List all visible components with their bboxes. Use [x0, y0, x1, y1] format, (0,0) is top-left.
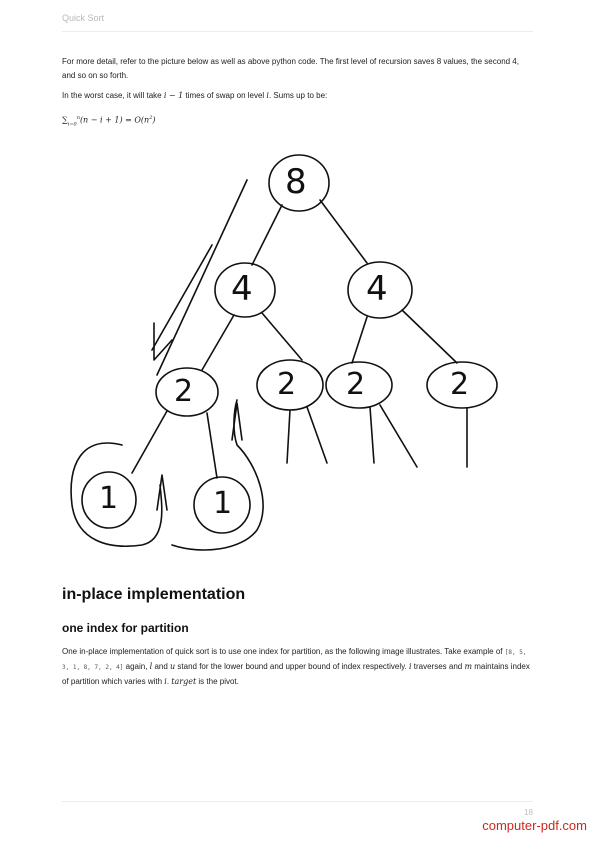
tree-node-1-left: 1	[99, 481, 119, 516]
tree-edge	[261, 312, 303, 361]
tree-node-8: 8	[285, 162, 307, 202]
math-i-traverses: i	[408, 662, 412, 671]
sum-exponent: 2	[149, 115, 153, 121]
section-heading: in-place implementation	[62, 586, 246, 603]
watermark-logo: computer-pdf.com	[482, 818, 587, 833]
tree-node-2-c: 2	[346, 367, 366, 402]
tree-node-circle-2-c	[325, 361, 393, 409]
partition-text-5: traverses and	[411, 662, 465, 671]
tree-node-1-right: 1	[213, 486, 233, 521]
recursion-tree-drawing	[70, 154, 498, 551]
recursion-arrow-line	[151, 244, 213, 351]
math-u: u	[170, 662, 176, 671]
footer-divider	[62, 801, 533, 802]
tree-edge	[401, 309, 458, 364]
recursion-arrow-head	[153, 322, 173, 361]
tree-edge	[131, 410, 168, 474]
sum-symbol: ∑	[62, 115, 68, 125]
tree-node-circle-1-right	[193, 476, 251, 534]
partition-text-1: One in-place implementation of quick sor…	[62, 647, 505, 656]
partition-text-8: is the pivot.	[196, 677, 239, 686]
sum-upper: n	[76, 115, 80, 121]
tree-node-circle-1-left	[81, 471, 137, 529]
tree-edge	[306, 406, 328, 464]
recursion-arrow-line	[156, 179, 248, 376]
tree-node-circle-2-d	[426, 361, 498, 409]
tree-node-labels: 8 4 4 2 2 2 2 1 1	[62, 145, 532, 565]
page-number: 18	[524, 808, 533, 817]
math-i: i	[266, 91, 269, 100]
tree-node-2-a: 2	[174, 374, 194, 409]
tree-node-2-d: 2	[450, 367, 470, 402]
math-m: m	[464, 662, 473, 671]
worst-case-paragraph: In the worst case, it will take i − 1 ti…	[62, 89, 534, 103]
recursion-arrow-head	[156, 474, 168, 511]
math-i-minus-1: i − 1	[163, 91, 184, 100]
worst-case-text-1: In the worst case, it will take	[62, 91, 164, 100]
sum-lower: i=0	[67, 121, 77, 128]
partition-text-2: again,	[123, 662, 150, 671]
tree-edge	[351, 316, 368, 364]
math-i-varies: i	[164, 677, 167, 686]
partition-text-6: maintains index of partition which varie…	[62, 662, 530, 686]
subsection-heading: one index for partition	[62, 621, 189, 635]
tree-edge	[251, 204, 283, 266]
tree-node-4-left: 4	[231, 269, 253, 309]
partition-text-3: and	[152, 662, 171, 671]
tree-edge	[286, 409, 291, 464]
example-array-code: [8, 5, 3, 1, 8, 7, 2, 4]	[62, 649, 527, 671]
tree-edge	[379, 404, 418, 468]
running-header: Quick Sort	[62, 13, 105, 23]
tree-edge	[201, 314, 235, 371]
recursion-arrow-loop	[70, 442, 163, 547]
tree-node-4-right: 4	[366, 269, 388, 309]
tree-node-2-b: 2	[277, 367, 297, 402]
math-l: l	[149, 662, 153, 671]
math-target: target	[171, 677, 197, 686]
tree-node-circle-2-a	[155, 367, 219, 417]
tree-edge	[206, 412, 218, 479]
tree-edge	[369, 406, 375, 464]
sum-body: (n − i + 1) = O(n	[79, 115, 150, 125]
tree-node-circle-4-left	[214, 262, 276, 318]
worst-case-text-3: . Sums up to be:	[268, 91, 328, 100]
header-divider	[62, 31, 533, 32]
tree-edge	[319, 199, 368, 264]
intro-paragraph: For more detail, refer to the picture be…	[62, 57, 519, 80]
partition-text-7: .	[166, 677, 172, 686]
worst-case-text-2: times of swap on level	[183, 91, 267, 100]
tree-node-circle-8	[268, 154, 330, 212]
sum-formula: ∑i=0n(n − i + 1) = O(n2)	[62, 115, 156, 127]
partition-text-4: stand for the lower bound and upper boun…	[175, 662, 409, 671]
sum-close: )	[152, 115, 156, 125]
recursion-arrow-head	[231, 402, 243, 441]
partition-paragraph: One in-place implementation of quick sor…	[62, 645, 534, 689]
tree-node-circle-4-right	[347, 261, 413, 319]
